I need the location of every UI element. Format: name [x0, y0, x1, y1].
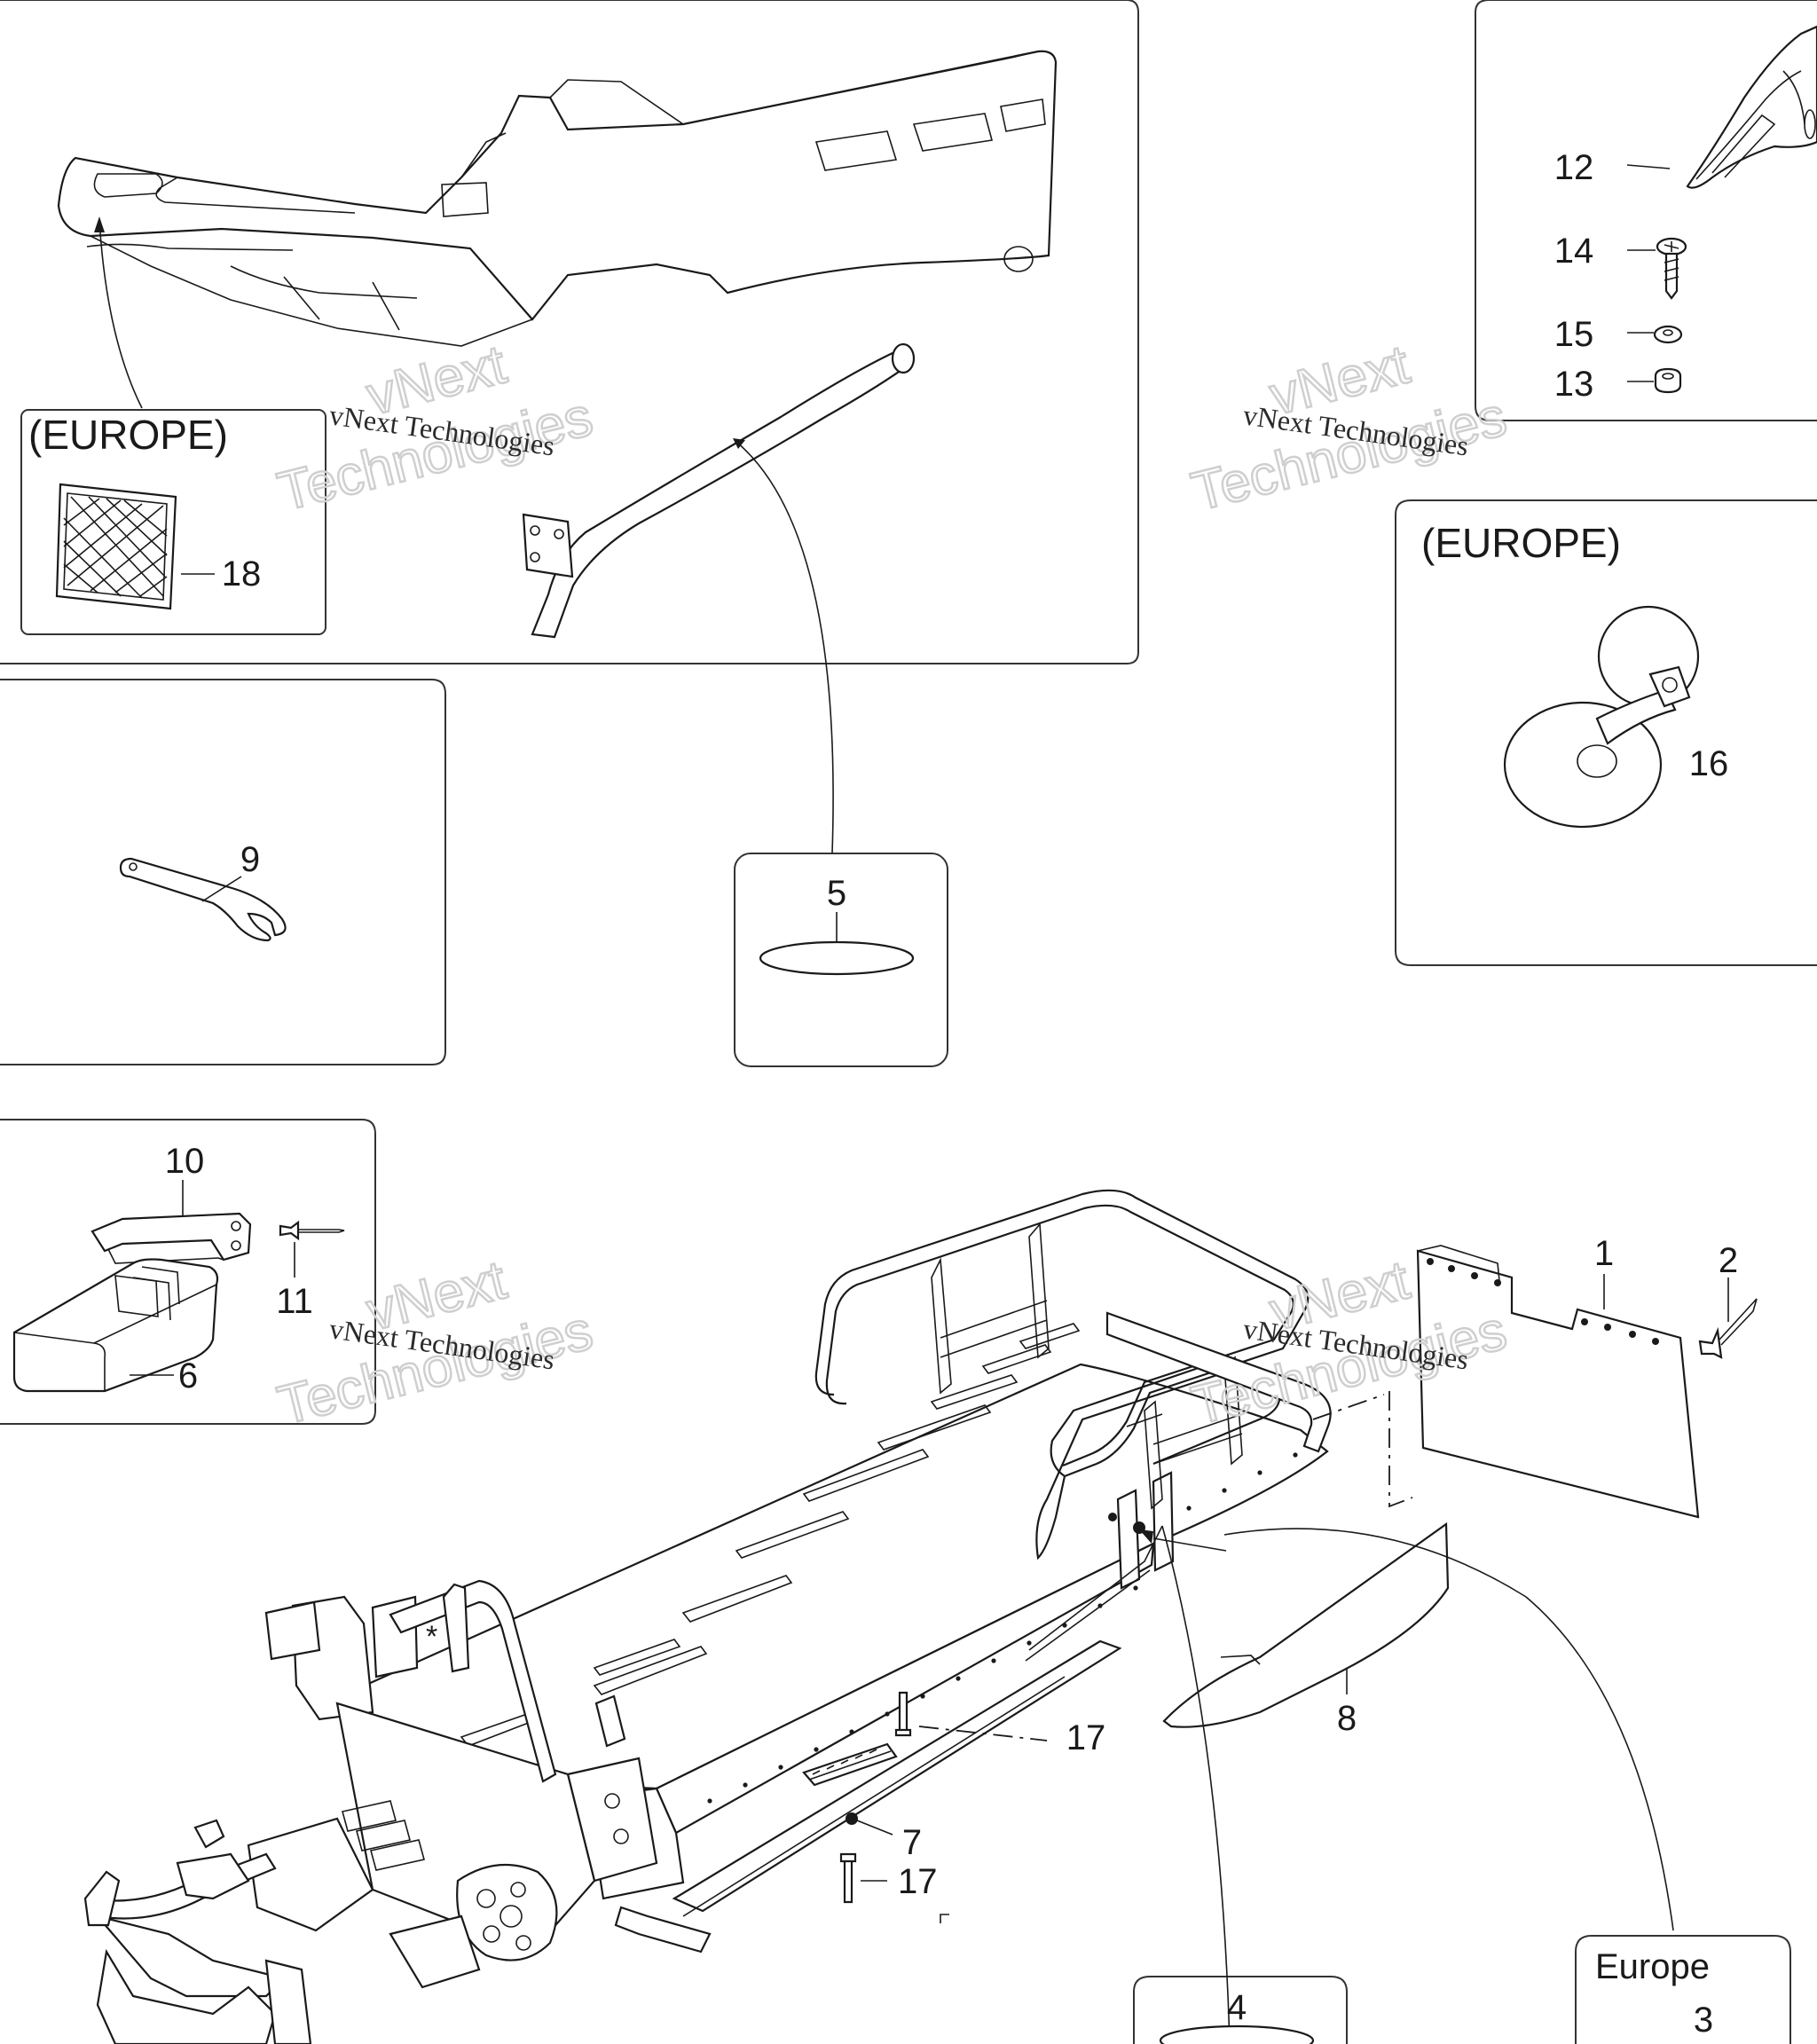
- europe-flap-inset-frame: [1575, 1935, 1791, 2044]
- callout-12: 12: [1554, 148, 1594, 187]
- europe-label-flap: Europe: [1595, 1947, 1710, 1986]
- rivet-part-17-lower: [839, 1852, 857, 1904]
- europe-grille-drawing: [55, 483, 177, 610]
- watermark-top-left: vNext Technologies vNext Technologies: [271, 333, 599, 524]
- part-5-arrowhead: [733, 438, 745, 449]
- callout-2: 2: [1719, 1241, 1738, 1280]
- wrench-inset-frame: [0, 679, 446, 1065]
- o-ring-inset-frame: [734, 853, 948, 1067]
- cargo-rack-drawing: [814, 1189, 1332, 1561]
- rivet-part-11-drawing: [279, 1220, 345, 1241]
- side-bar-drawing: [522, 342, 916, 639]
- side-skid-part-8-drawing: [1162, 1521, 1450, 1728]
- bumper-arrowhead: [94, 216, 105, 232]
- stray-corner-mark: [940, 1914, 949, 1923]
- top-right-inset-frame: [1475, 0, 1817, 421]
- part-4-leader-line: [1161, 1525, 1231, 2044]
- track-rail-part-7-drawing: [802, 1742, 898, 1787]
- part-4-inset-frame: [1133, 1976, 1348, 2044]
- headlight-trim-drawing: [1686, 25, 1817, 189]
- callout-6: 6: [178, 1356, 198, 1395]
- callout-1: 1: [1594, 1234, 1614, 1273]
- callout-7: 7: [902, 1823, 922, 1862]
- top-left-inset-frame: [0, 0, 1139, 664]
- o-ring-part-5: [759, 940, 915, 976]
- callout-14: 14: [1554, 232, 1594, 271]
- seat-inset-frame: [0, 1119, 376, 1425]
- europe-label-horn: (EUROPE): [1421, 520, 1621, 566]
- watermark-top-right: vNext Technologies vNext Technologies: [1184, 333, 1513, 524]
- bulb-horn-drawing: [1503, 605, 1700, 829]
- callout-16: 16: [1689, 744, 1729, 783]
- nut-drawing: [1654, 367, 1682, 394]
- europe-horn-inset-frame: [1395, 499, 1817, 966]
- watermark-bottom-left: vNext Technologies vNext Technologies: [271, 1248, 599, 1438]
- flap-dashed-guide: [1312, 1391, 1413, 1508]
- callout-13: 13: [1554, 365, 1594, 404]
- part-17-upper-dashed-leader: [918, 1726, 1048, 1741]
- screw-drawing: [1656, 237, 1687, 300]
- rack-arrowhead: [1139, 1529, 1153, 1544]
- callout-17-upper: 17: [1066, 1718, 1106, 1757]
- callout-15: 15: [1554, 315, 1594, 354]
- callout-17-lower: 17: [898, 1862, 938, 1901]
- callout-8: 8: [1337, 1699, 1357, 1738]
- part-5-leader-line: [735, 441, 834, 854]
- callout-10: 10: [165, 1142, 205, 1181]
- snow-flap-drawing: [1416, 1245, 1700, 1519]
- part-9-leader: [201, 876, 242, 902]
- bracket-part-10-drawing: [90, 1212, 252, 1264]
- seat-cushion-part-6-drawing: [12, 1258, 219, 1393]
- europe-grille-inset-frame: [20, 409, 326, 635]
- rivet-part-17-upper: [894, 1691, 912, 1737]
- rivet-part-2-drawing: [1698, 1298, 1758, 1359]
- part-12-leader: [1626, 164, 1671, 169]
- frame-asterisk: *: [426, 1620, 437, 1654]
- callout-18: 18: [222, 554, 262, 594]
- part-7-dot: [846, 1812, 858, 1825]
- front-bumper-drawing: [57, 50, 1058, 347]
- part-3-leader-line: [1223, 1528, 1674, 1931]
- chassis-frame-drawing: [83, 1323, 1329, 2044]
- spanner-wrench-drawing: [119, 857, 287, 942]
- callout-11: 11: [276, 1282, 313, 1321]
- callout-9: 9: [240, 840, 260, 879]
- part-7-leader: [856, 1820, 893, 1836]
- tunnel-slots: [460, 1323, 1081, 1747]
- europe-label-grille: (EUROPE): [28, 412, 228, 458]
- part-4-ring-edge: [1159, 2024, 1315, 2044]
- callout-5: 5: [827, 874, 846, 913]
- callout-3: 3: [1694, 2001, 1713, 2040]
- washer-drawing: [1653, 325, 1683, 344]
- bumper-leader-line: [98, 219, 143, 409]
- callout-4: 4: [1227, 1988, 1247, 2027]
